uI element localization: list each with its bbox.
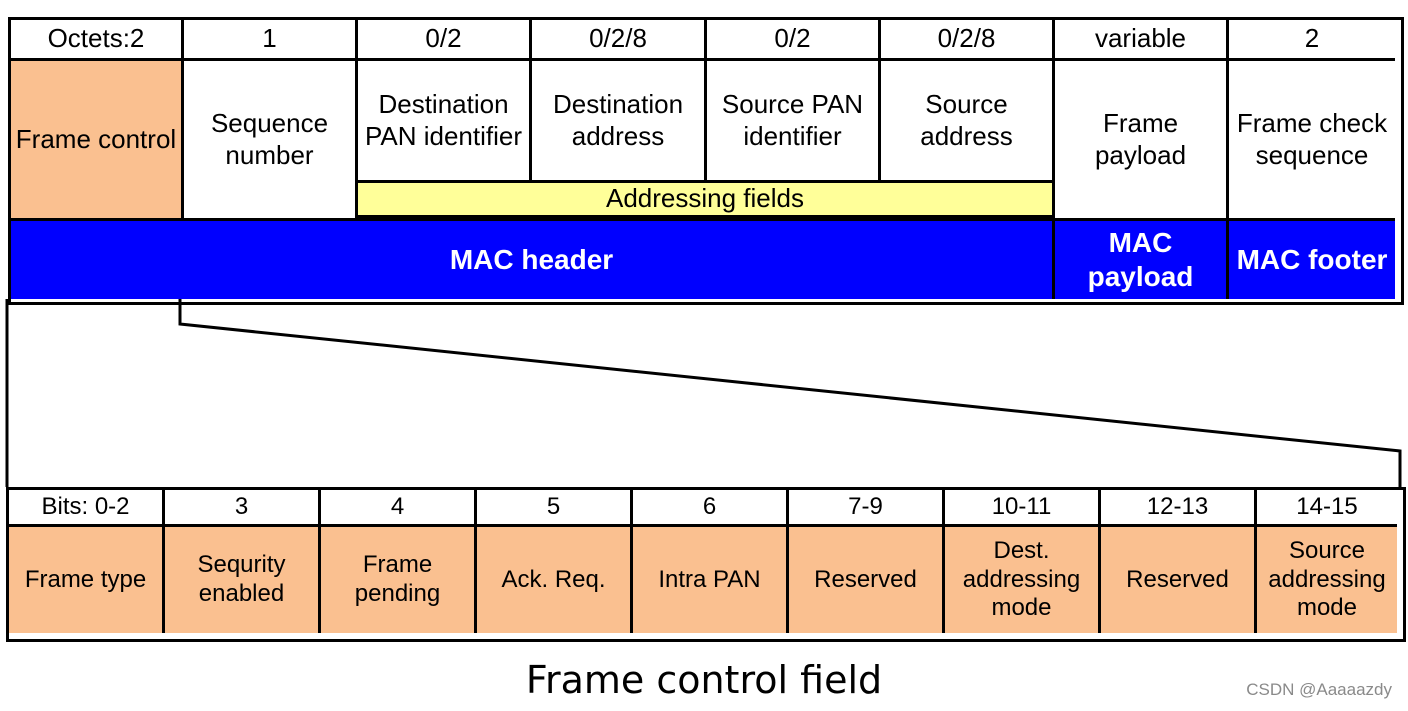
octet-cell: 0/2/8: [532, 20, 707, 61]
octet-cell: 2: [1229, 20, 1395, 61]
bits-cell: 3: [165, 490, 321, 527]
field-source-address: Source address: [881, 61, 1055, 180]
fc-frame-pending: Frame pending: [321, 527, 477, 633]
watermark: CSDN @Aaaaazdy: [1246, 680, 1392, 699]
field-source-pan-identifier: Source PAN identifier: [707, 61, 881, 180]
fc-source-addressing-mode: Source addressing mode: [1257, 527, 1397, 633]
octet-cell: 0/2/8: [881, 20, 1055, 61]
bits-cell: 4: [321, 490, 477, 527]
bits-cell: 10-11: [945, 490, 1101, 527]
bits-cell: 6: [633, 490, 789, 527]
bits-cell: 12-13: [1101, 490, 1257, 527]
bits-cell: Bits: 0-2: [9, 490, 165, 527]
fc-reserved: Reserved: [789, 527, 945, 633]
field-frame-check-sequence: Frame check sequence: [1236, 108, 1388, 170]
fc-ack-request: Ack. Req.: [477, 527, 633, 633]
fc-reserved: Reserved: [1101, 527, 1257, 633]
octet-cell: 0/2: [707, 20, 881, 61]
field-destination-pan-identifier: Destination PAN identifier: [358, 61, 532, 180]
bits-cell: 14-15: [1257, 490, 1397, 527]
figure-caption: Frame control field: [525, 658, 883, 702]
fc-dest-addressing-mode: Dest. addressing mode: [945, 527, 1101, 633]
octet-cell: variable: [1055, 20, 1229, 61]
mac-footer-label: MAC footer: [1229, 218, 1395, 299]
fc-intra-pan: Intra PAN: [633, 527, 789, 633]
field-frame-control: Frame control: [11, 61, 184, 218]
mac-header-label: MAC header: [11, 218, 1055, 299]
frame-control-table: Bits: 0-2 3 4 5 6 7-9 10-11 12-13 14-15 …: [6, 487, 1406, 642]
field-frame-payload: Frame payload: [1055, 61, 1229, 218]
octet-cell: Octets:2: [11, 20, 184, 61]
bits-cell: 5: [477, 490, 633, 527]
fc-frame-type: Frame type: [9, 527, 165, 633]
mac-payload-label: MAC payload: [1055, 218, 1229, 299]
mac-frame-table: Octets:2 1 0/2 0/2/8 0/2 0/2/8 variable …: [8, 17, 1404, 305]
fc-security-enabled: Sequrity enabled: [165, 527, 321, 633]
field-destination-address: Destination address: [532, 61, 707, 180]
octet-cell: 1: [184, 20, 358, 61]
addressing-fields-label: Addressing fields: [358, 180, 1055, 218]
bits-cell: 7-9: [789, 490, 945, 527]
field-sequence-number: Sequence number: [184, 61, 358, 218]
octet-cell: 0/2: [358, 20, 532, 61]
